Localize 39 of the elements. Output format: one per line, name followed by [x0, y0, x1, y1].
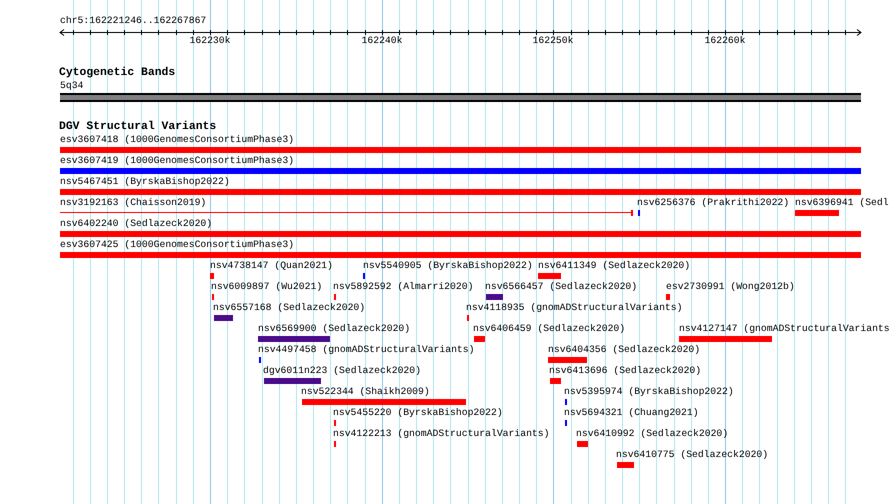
variant-label: nsv5694321 (Chuang2021) [564, 407, 699, 419]
tick-label: 162260k [704, 35, 746, 47]
variant-label: nsv5395974 (ByrskaBishop2022) [564, 386, 734, 398]
variant-label: nsv6256376 (Prakrithi2022) [637, 197, 790, 209]
variant-label: nsv5892592 (Almarri2020) [333, 281, 474, 293]
variant-label: nsv6404356 (Sedlazeck2020) [548, 344, 700, 356]
variant-label: nsv522344 (Shaikh2009) [301, 386, 430, 398]
variant-label: nsv5455220 (ByrskaBishop2022) [333, 407, 503, 419]
variant-label: nsv5467451 (ByrskaBishop2022) [60, 176, 230, 188]
tick-label: 162230k [190, 35, 230, 47]
variant-label: nsv4127147 (gnomADStructuralVariants [679, 323, 890, 335]
variant-label: esv3607419 (1000GenomesConsortiumPhase3) [60, 155, 294, 167]
variant-label: nsv6411349 (Sedlazeck2020) [538, 260, 690, 272]
variant-label: nsv6009897 (Wu2021) [211, 281, 322, 293]
tick-label: 162250k [532, 35, 574, 47]
variant-label: nsv4118935 (gnomADStructuralVariants) [466, 302, 682, 314]
variant-label: nsv6413696 (Sedlazeck2020) [549, 365, 702, 377]
variant-label: esv3607425 (1000GenomesConsortiumPhase3) [60, 239, 294, 251]
track-title: DGV Structural Variants [59, 121, 216, 133]
band-label: 5q34 [60, 80, 84, 92]
variant-label: nsv3192163 (Chaisson2019) [60, 197, 206, 209]
tick-label: 162240k [362, 35, 402, 47]
variant-label: nsv4497458 (gnomADStructuralVariants) [258, 344, 474, 356]
variant-label: esv2730991 (Wong2012b) [666, 281, 795, 293]
variant-label: dgv6011n223 (Sedlazeck2020) [263, 365, 421, 377]
variant-label: nsv6410775 (Sedlazeck2020) [616, 449, 768, 461]
variant-label: nsv5540905 (ByrskaBishop2022) [363, 260, 533, 272]
coordinate-range: chr5:162221246..162267867 [60, 15, 206, 27]
variant-label: nsv6566457 (Sedlazeck2020) [485, 281, 638, 293]
track-title: Cytogenetic Bands [59, 67, 176, 79]
variant-label: nsv4122213 (gnomADStructuralVariants) [333, 428, 550, 440]
variant-label: nsv4738147 (Quan2021) [210, 260, 333, 272]
variant-label: nsv6406459 (Sedlazeck2020) [473, 323, 626, 335]
variant-label: esv3607418 (1000GenomesConsortiumPhase3) [60, 134, 294, 146]
variant-label: nsv6402240 (Sedlazeck2020) [60, 218, 212, 230]
variant-label: nsv6569900 (Sedlazeck2020) [258, 323, 410, 335]
variant-label: nsv6396941 (Sedl [795, 197, 889, 209]
variant-label: nsv6557168 (Sedlazeck2020) [213, 302, 366, 314]
variant-label: nsv6410992 (Sedlazeck2020) [576, 428, 728, 440]
